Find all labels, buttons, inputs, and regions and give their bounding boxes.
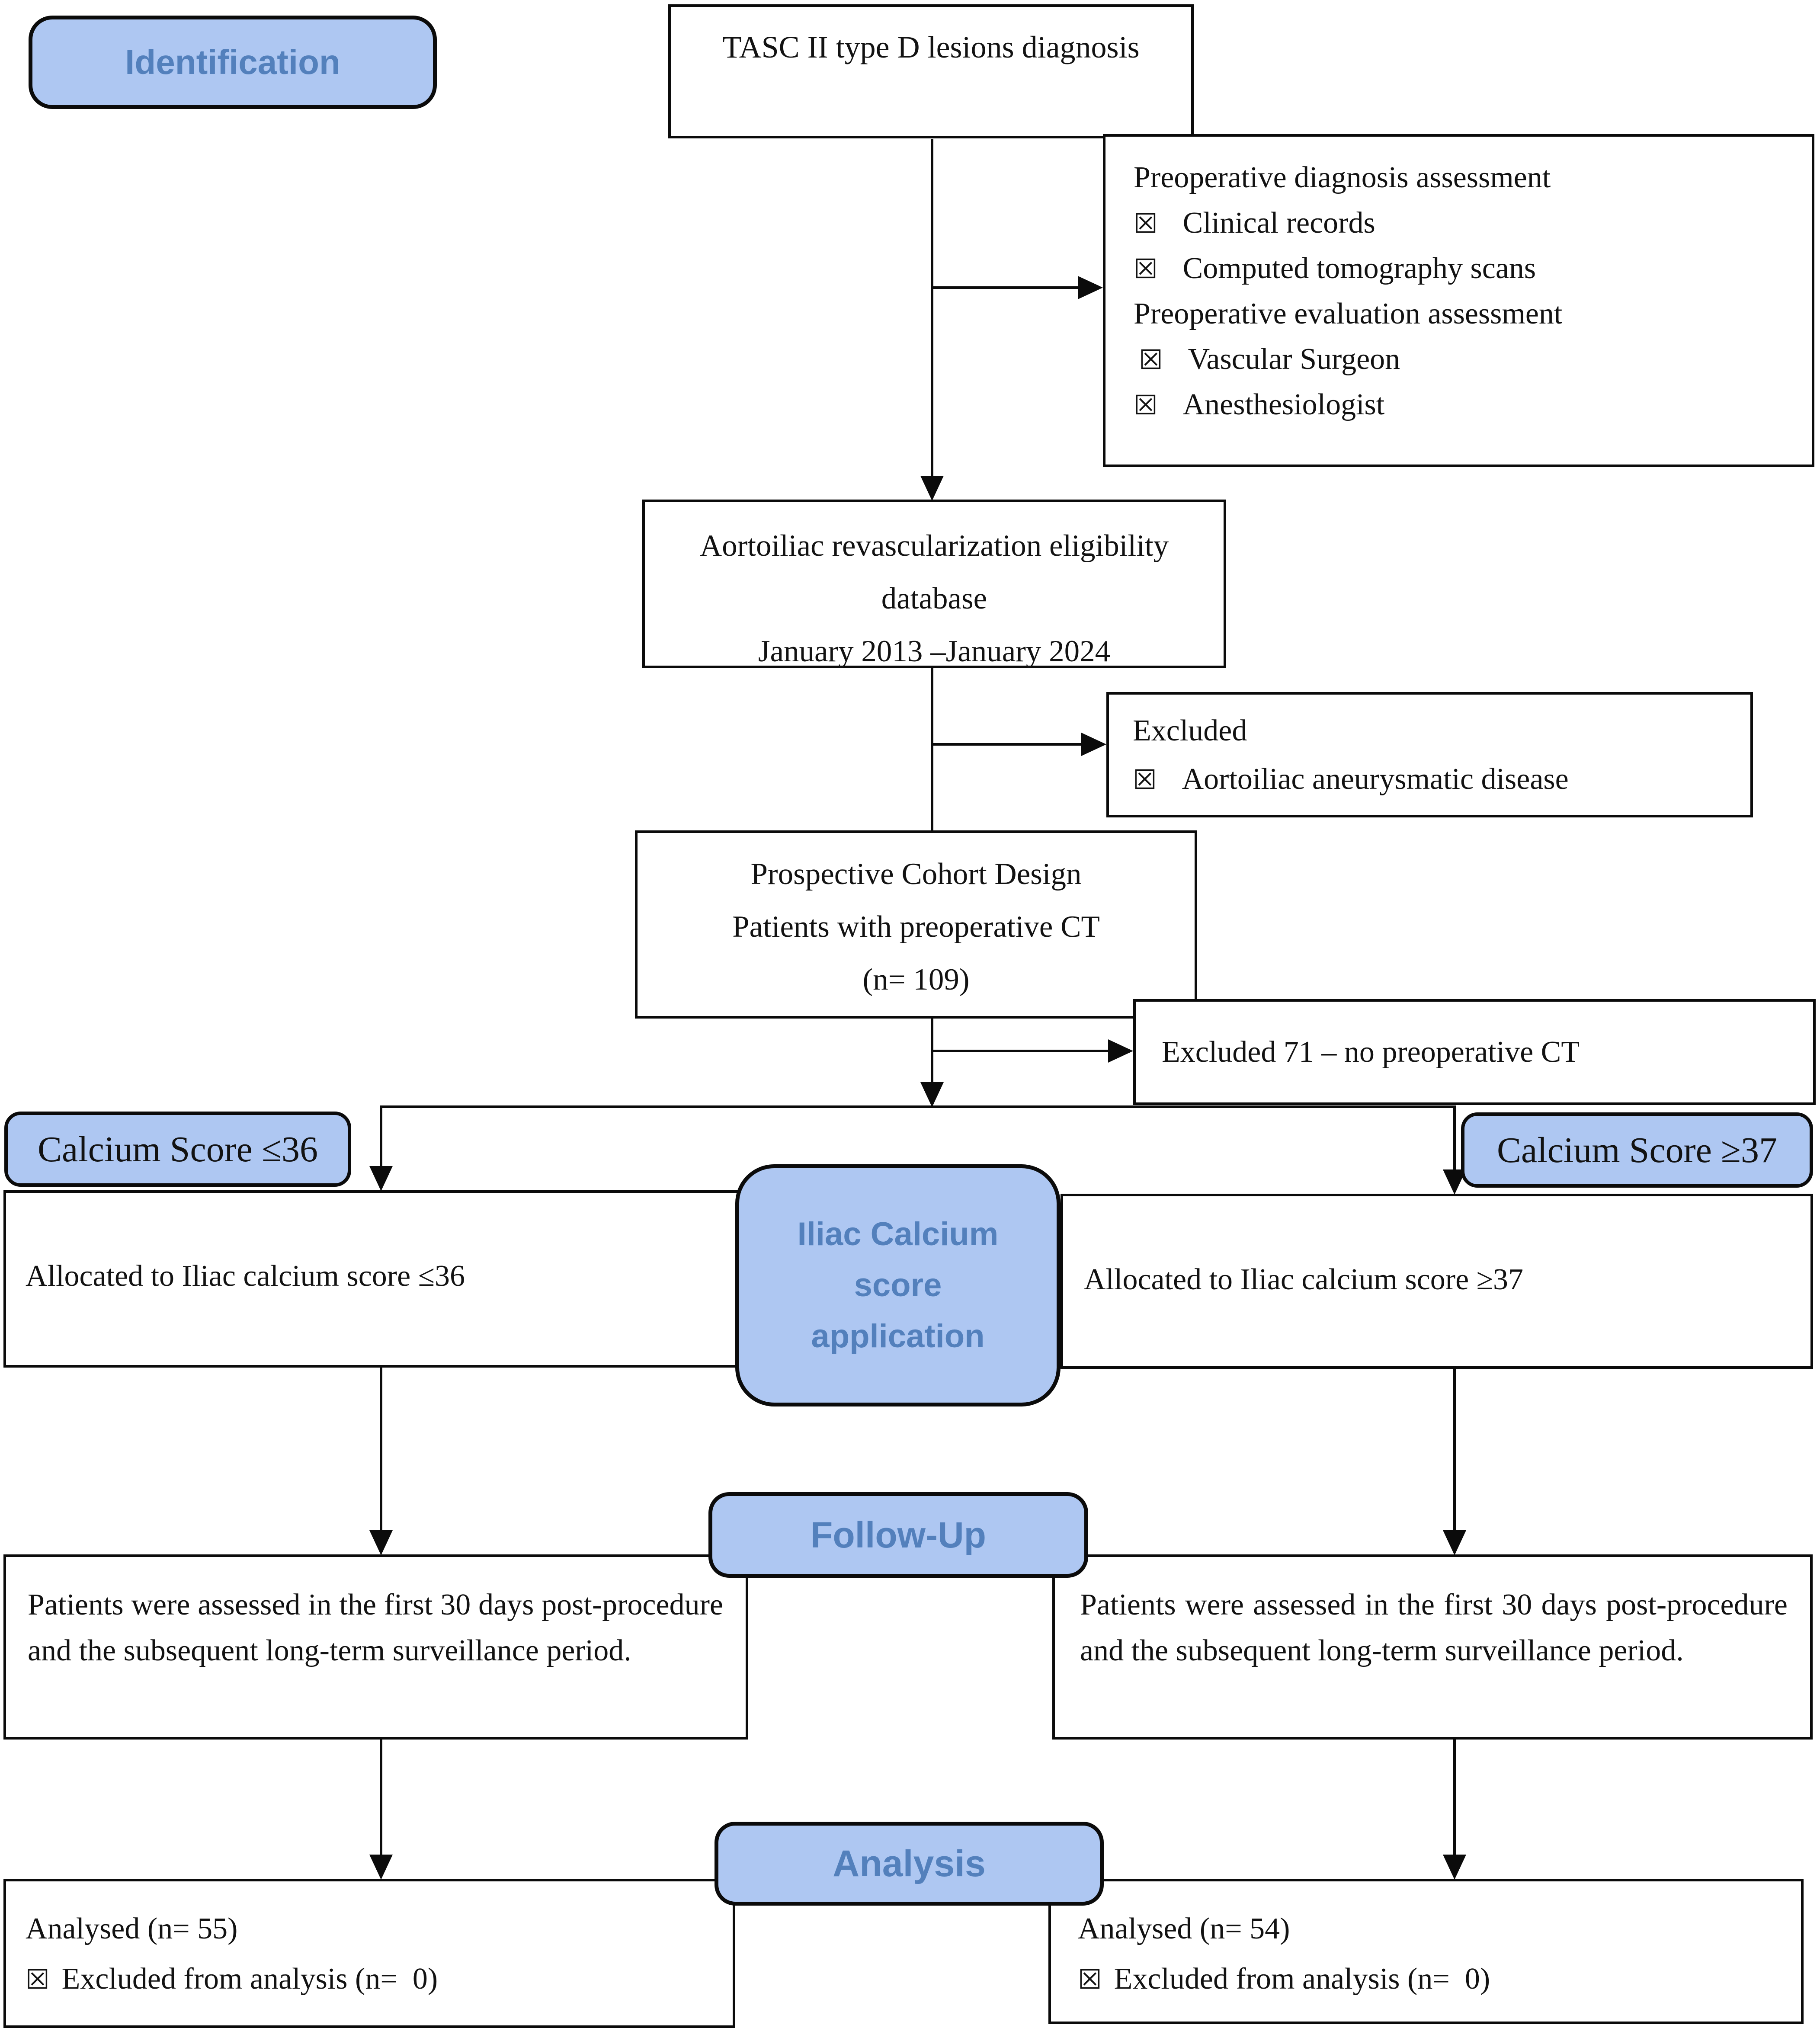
- connector-branch-excluded71: [932, 1050, 1110, 1052]
- ballot-x-icon: ☒: [26, 1963, 50, 1995]
- calcium-low-text: Calcium Score ≤36: [38, 1129, 318, 1169]
- analysis-label-text: Analysis: [833, 1842, 986, 1884]
- calcium-high-text: Calcium Score ≥37: [1497, 1130, 1777, 1170]
- eligibility-line: database: [881, 582, 987, 616]
- excluded-title: Excluded: [1133, 714, 1247, 747]
- arrow-down-icon: [369, 1530, 393, 1555]
- excluded-aneurysmatic-box: Excluded ☒Aortoiliac aneurysmatic diseas…: [1106, 692, 1753, 817]
- ballot-x-icon: ☒: [1134, 389, 1158, 421]
- excluded-no-ct-box: Excluded 71 – no preoperative CT: [1133, 999, 1816, 1105]
- connector-split-bar: [380, 1105, 1456, 1108]
- calcium-score-high-label: Calcium Score ≥37: [1461, 1112, 1813, 1188]
- preop-box: Preoperative diagnosis assessment ☒Clini…: [1103, 134, 1814, 467]
- followup-label-text: Follow-Up: [811, 1514, 986, 1555]
- preop-line: Preoperative diagnosis assessment: [1134, 161, 1551, 194]
- arrow-down-icon: [1443, 1530, 1466, 1555]
- prospective-cohort-box: Prospective Cohort Design Patients with …: [635, 830, 1197, 1019]
- allocated-high-text: Allocated to Iliac calcium score ≥37: [1084, 1263, 1524, 1296]
- iliac-label-line: score: [854, 1267, 942, 1304]
- iliac-calcium-stage-label: Iliac Calcium score application: [735, 1164, 1061, 1406]
- connector-followup-to-analysis-left: [380, 1740, 382, 1856]
- followup-stage-label: Follow-Up: [708, 1492, 1088, 1578]
- analysis-high-box: Analysed (n= 54) ☒Excluded from analysis…: [1048, 1879, 1804, 2024]
- prospective-line: (n= 109): [862, 963, 970, 997]
- tasc-box: TASC II type D lesions diagnosis: [668, 4, 1194, 138]
- preop-line: ☒Clinical records: [1134, 200, 1799, 246]
- arrow-down-icon: [920, 1082, 944, 1107]
- analysis-low-box: Analysed (n= 55) ☒Excluded from analysis…: [3, 1879, 735, 2028]
- eligibility-line: January 2013 –January 2024: [758, 634, 1111, 669]
- arrow-down-icon: [1443, 1855, 1466, 1880]
- analysis-stage-label: Analysis: [715, 1822, 1104, 1906]
- prospective-line: Prospective Cohort Design: [750, 857, 1082, 891]
- iliac-label-line: Iliac Calcium: [797, 1216, 999, 1253]
- calcium-score-low-label: Calcium Score ≤36: [4, 1112, 351, 1187]
- connector-alloc-to-followup-right: [1453, 1369, 1456, 1532]
- analysis-low-excluded: ☒Excluded from analysis (n= 0): [26, 1954, 724, 2004]
- excluded-no-ct-text: Excluded 71 – no preoperative CT: [1162, 1035, 1580, 1069]
- eligibility-database-box: Aortoiliac revascularization eligibility…: [642, 500, 1226, 668]
- ballot-x-icon: ☒: [1133, 764, 1157, 795]
- iliac-label-line: application: [811, 1317, 985, 1355]
- followup-high-text: Patients were assessed in the first 30 d…: [1080, 1588, 1788, 1668]
- arrow-down-icon: [369, 1166, 393, 1191]
- ballot-x-icon: ☒: [1134, 208, 1158, 239]
- connector-drop-right: [1453, 1105, 1456, 1170]
- ballot-x-icon: ☒: [1139, 344, 1163, 375]
- ballot-x-icon: ☒: [1134, 253, 1158, 285]
- analysis-high-excluded: ☒Excluded from analysis (n= 0): [1078, 1954, 1792, 2004]
- connector-drop-left: [380, 1105, 382, 1168]
- excluded-item: ☒Aortoiliac aneurysmatic disease: [1133, 755, 1742, 804]
- analysed-high-text: Analysed (n= 54): [1078, 1912, 1290, 1945]
- arrow-down-icon: [920, 476, 944, 501]
- allocated-high-box: Allocated to Iliac calcium score ≥37: [1061, 1194, 1813, 1369]
- preop-line: ☒Computed tomography scans: [1134, 246, 1799, 291]
- preop-line: Preoperative evaluation assessment: [1134, 297, 1563, 330]
- connector-followup-to-analysis-right: [1453, 1740, 1456, 1856]
- identification-stage-label: Identification: [29, 16, 437, 109]
- preop-line: ☒Vascular Surgeon: [1134, 336, 1799, 382]
- followup-low-box: Patients were assessed in the first 30 d…: [3, 1554, 748, 1740]
- followup-high-box: Patients were assessed in the first 30 d…: [1052, 1554, 1813, 1740]
- arrow-right-icon: [1081, 733, 1106, 756]
- eligibility-line: Aortoiliac revascularization eligibility: [699, 529, 1169, 563]
- arrow-right-icon: [1108, 1039, 1133, 1063]
- connector-branch-preop: [932, 286, 1079, 289]
- connector-alloc-to-followup-left: [380, 1368, 382, 1532]
- tasc-title: TASC II type D lesions diagnosis: [722, 30, 1140, 64]
- identification-text: Identification: [125, 43, 340, 81]
- allocated-low-text: Allocated to Iliac calcium score ≤36: [26, 1259, 465, 1293]
- connector-tasc-to-aorto: [931, 139, 933, 476]
- connector-aorto-to-prospective: [931, 668, 933, 830]
- connector-branch-excluded1: [932, 743, 1083, 746]
- ballot-x-icon: ☒: [1078, 1963, 1102, 1995]
- arrow-down-icon: [369, 1855, 393, 1880]
- followup-low-text: Patients were assessed in the first 30 d…: [28, 1588, 723, 1668]
- analysed-low-text: Analysed (n= 55): [26, 1912, 238, 1945]
- prospective-line: Patients with preoperative CT: [732, 910, 1100, 944]
- arrow-right-icon: [1078, 276, 1103, 299]
- preop-line: ☒Anesthesiologist: [1134, 382, 1799, 427]
